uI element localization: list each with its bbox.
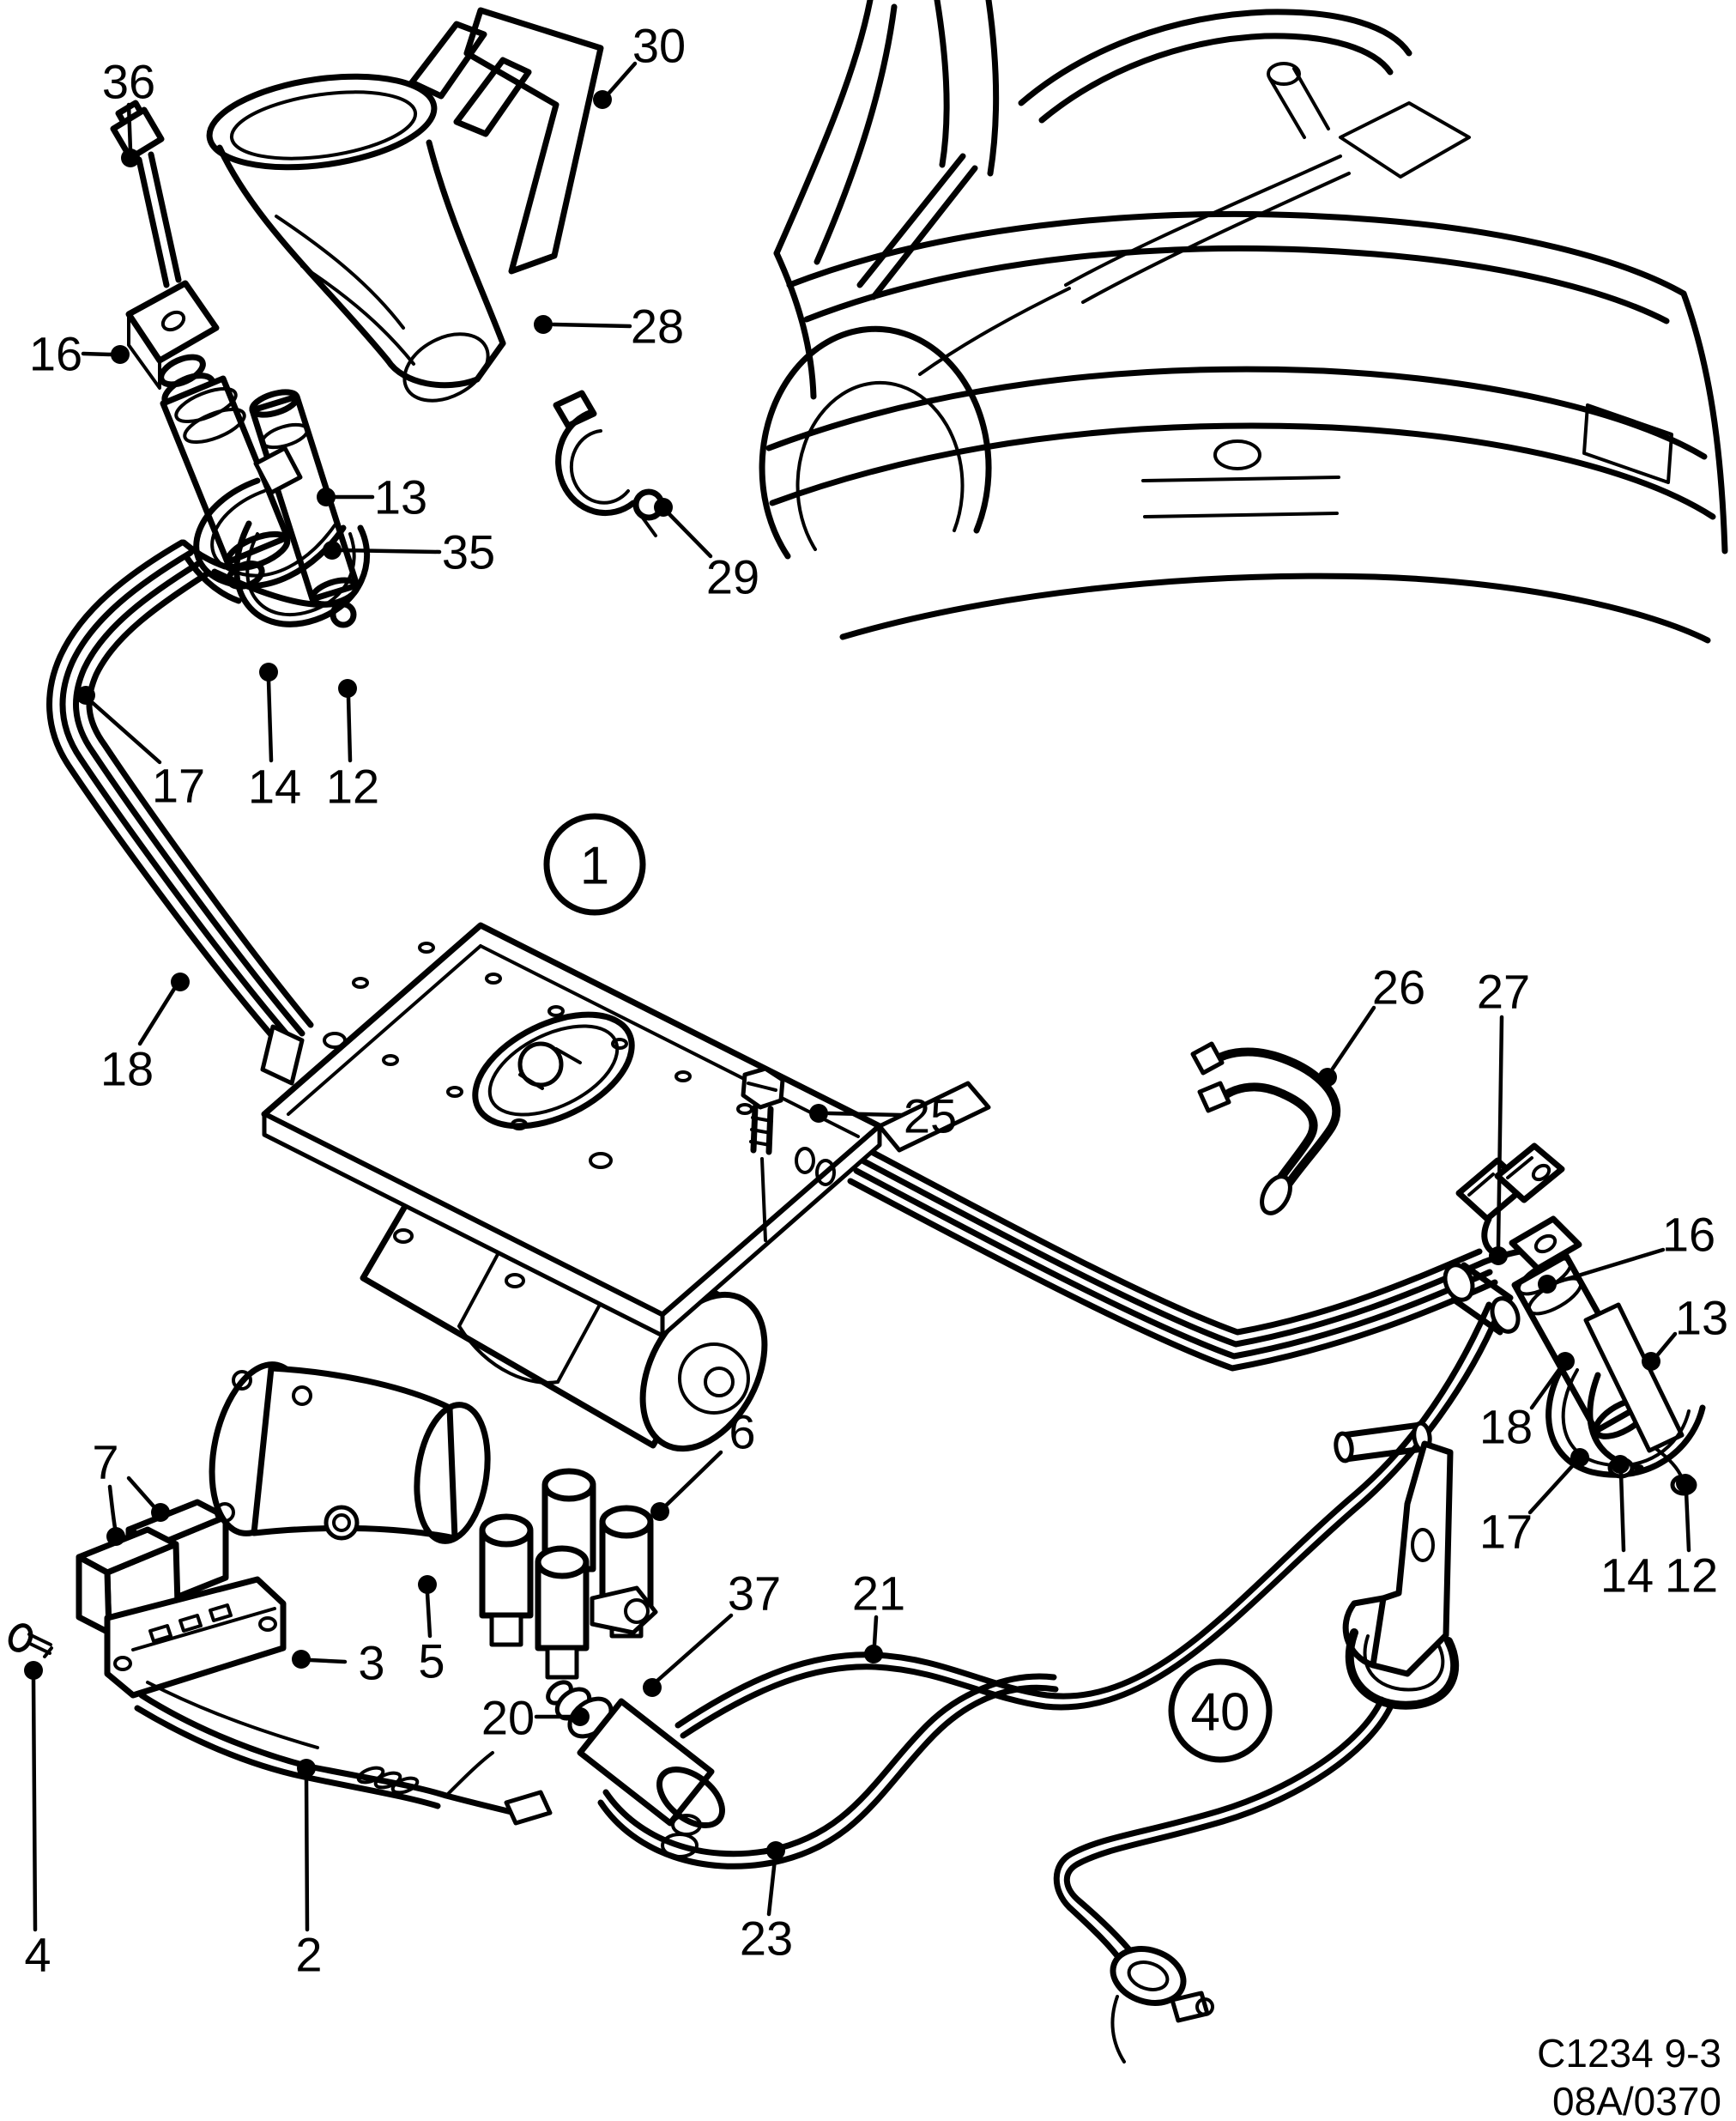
car-rear-illustration (759, 0, 1728, 644)
valve-block (479, 1468, 658, 1680)
footer: C1234 9-3 08A/0370 (1537, 2031, 1721, 2121)
svg-text:18: 18 (1479, 1400, 1533, 1454)
callout-2: 2 (295, 1759, 323, 1982)
svg-text:25: 25 (904, 1089, 957, 1143)
hydraulic-hoses (597, 1301, 1502, 1870)
svg-text:35: 35 (442, 525, 495, 579)
callout-18-left: 18 (100, 973, 190, 1096)
svg-text:4: 4 (24, 1928, 51, 1982)
callout-30: 30 (593, 19, 686, 109)
callout-35: 35 (323, 525, 495, 579)
svg-text:12: 12 (326, 760, 379, 814)
svg-text:13: 13 (1675, 1291, 1728, 1345)
svg-text:30: 30 (632, 19, 686, 73)
sheet-code: 08A/0370 (1552, 2079, 1721, 2121)
pump-mounting-plate (260, 922, 991, 1338)
hydraulic-pipe-bundle (46, 539, 1558, 1372)
svg-text:20: 20 (481, 1691, 535, 1745)
svg-text:12: 12 (1665, 1548, 1718, 1603)
callout-5: 5 (418, 1575, 445, 1688)
callout-21: 21 (852, 1567, 905, 1663)
callout-6: 6 (650, 1405, 756, 1521)
svg-text:1: 1 (580, 837, 609, 896)
callout-4: 4 (24, 1661, 51, 1982)
svg-text:27: 27 (1477, 965, 1530, 1019)
svg-text:14: 14 (1600, 1548, 1654, 1603)
pipe-clamp (553, 390, 665, 537)
relay-bracket (104, 1576, 287, 1699)
svg-text:16: 16 (1662, 1208, 1715, 1262)
callout-3: 3 (292, 1636, 385, 1690)
svg-text:14: 14 (248, 760, 301, 814)
callout-28: 28 (534, 300, 684, 354)
svg-text:26: 26 (1372, 961, 1425, 1015)
callout-12-right: 12 (1665, 1474, 1718, 1603)
svg-text:40: 40 (1191, 1683, 1250, 1742)
svg-text:21: 21 (852, 1567, 905, 1621)
callout-17-right: 17 (1479, 1448, 1589, 1559)
pressure-valve (546, 1680, 726, 1858)
svg-text:29: 29 (706, 550, 759, 604)
svg-text:5: 5 (418, 1634, 445, 1688)
ground-screw (8, 1623, 53, 1658)
protective-funnel (206, 73, 506, 403)
callout-12-left: 12 (326, 679, 379, 814)
callout-7: 7 (92, 1435, 170, 1546)
svg-text:7: 7 (92, 1435, 118, 1489)
svg-text:6: 6 (729, 1405, 755, 1459)
folded-protective-sheet (408, 7, 604, 275)
svg-text:17: 17 (152, 759, 205, 813)
svg-text:28: 28 (631, 300, 684, 354)
callout-13-left: 13 (317, 470, 427, 524)
handle-bracket (1190, 1041, 1341, 1215)
callout-14-left: 14 (248, 663, 301, 814)
solenoid-valve (479, 1513, 534, 1647)
svg-text:37: 37 (728, 1567, 781, 1621)
callout-27: 27 (1477, 965, 1530, 1265)
svg-text:16: 16 (29, 327, 82, 381)
relay-group (8, 1499, 553, 1826)
drain-hose (1053, 1696, 1395, 1971)
callouts: 36 16 13 35 30 28 29 17 (24, 19, 1728, 1982)
callout-18-right: 18 (1479, 1352, 1575, 1454)
callout-26: 26 (1318, 961, 1425, 1087)
fluid-reservoir (209, 1361, 491, 1544)
svg-text:18: 18 (100, 1042, 154, 1096)
callout-37: 37 (643, 1567, 781, 1697)
svg-text:2: 2 (295, 1928, 322, 1982)
callout-29: 29 (654, 498, 759, 604)
callout-23: 23 (740, 1841, 793, 1966)
hose-end-clamp (1110, 1946, 1214, 2063)
solenoid-valve (535, 1545, 590, 1680)
callout-1-circled: 1 (543, 813, 646, 916)
callout-14-right: 14 (1600, 1455, 1654, 1603)
callout-13-right: 13 (1642, 1291, 1728, 1371)
svg-text:13: 13 (374, 470, 427, 524)
strap-band (1345, 1628, 1460, 1710)
latch-bracket (1053, 1421, 1460, 2063)
drawing-code: C1234 9-3 (1537, 2031, 1721, 2076)
wiring-harness (134, 1681, 553, 1826)
callout-40-circled: 40 (1168, 1658, 1273, 1763)
callout-16-left: 16 (29, 327, 130, 381)
svg-text:36: 36 (102, 55, 155, 109)
callout-16-right: 16 (1538, 1208, 1715, 1294)
sleeve-roller (1443, 1262, 1521, 1336)
hydraulic-pump-assembly (260, 922, 991, 1452)
svg-text:3: 3 (358, 1636, 384, 1690)
callout-36: 36 (102, 55, 155, 167)
svg-text:23: 23 (740, 1912, 793, 1966)
svg-text:17: 17 (1479, 1505, 1533, 1559)
bolt (741, 1066, 785, 1242)
right-lift-cylinder (1455, 1142, 1706, 1496)
callout-25: 25 (809, 1089, 957, 1143)
callout-20: 20 (481, 1691, 590, 1745)
callout-17-left: 17 (76, 686, 205, 813)
